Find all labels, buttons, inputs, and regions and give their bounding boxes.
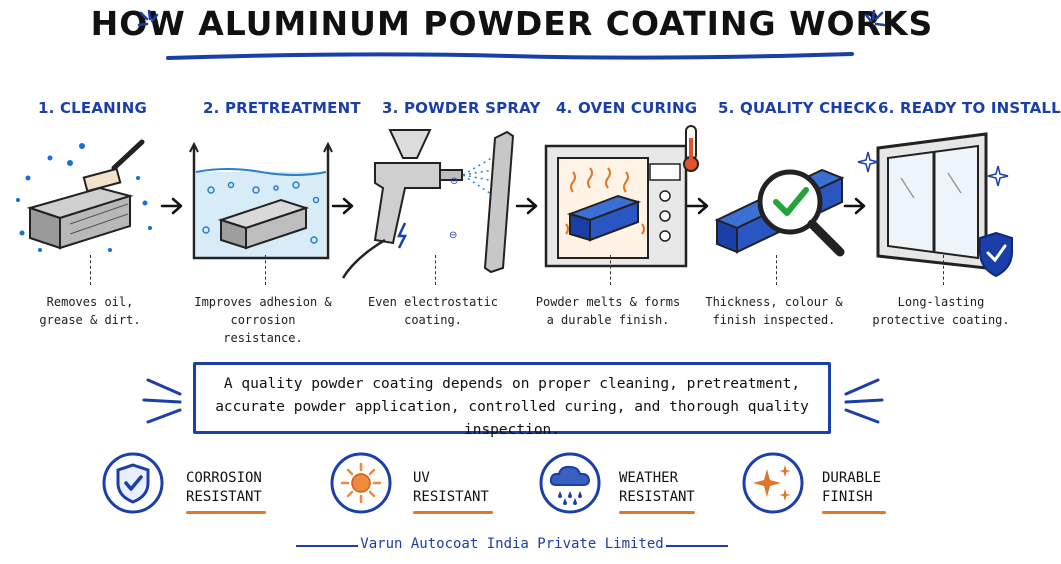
summary-box: A quality powder coating depends on prop… <box>193 362 831 438</box>
oven-illustration <box>544 125 699 268</box>
thermometer-icon <box>683 125 699 172</box>
badge-underline <box>619 511 695 514</box>
sparkle-icon <box>753 465 791 501</box>
step-title-oven-curing: 4. OVEN CURING <box>556 99 698 117</box>
brush-icon <box>82 139 145 193</box>
magnifier-icon <box>757 169 845 257</box>
step-title-quality-check: 5. QUALITY CHECK <box>718 99 877 117</box>
summary-text: A quality powder coating depends on prop… <box>215 376 809 438</box>
shield-check-icon <box>979 231 1013 278</box>
connector-line <box>435 255 436 285</box>
badge-underline <box>413 511 493 514</box>
durable-badge-circle <box>742 452 804 514</box>
footer-rule <box>666 545 728 547</box>
step-description-cleaning: Removes oil,grease & dirt. <box>39 295 141 327</box>
pretreatment-tank-illustration <box>189 141 333 260</box>
connector-line <box>610 255 611 285</box>
connector-line <box>776 255 777 285</box>
arrow-right-icon <box>843 197 866 215</box>
shield-check-icon <box>116 463 150 504</box>
step-title-pretreatment: 2. PRETREATMENT <box>203 99 361 117</box>
step-description-pretreatment: Improves adhesion &corrosion resistance. <box>194 295 332 345</box>
footer-company-name: Varun Autocoat India Private Limited <box>360 536 664 552</box>
arrow-right-icon <box>331 197 354 215</box>
window-illustration <box>857 132 1013 278</box>
badge-underline <box>822 511 886 514</box>
connector-line <box>265 255 266 285</box>
svg-text:⊖: ⊖ <box>449 230 457 241</box>
connector-line <box>943 255 944 285</box>
emphasis-lines-icon <box>142 378 182 424</box>
arrow-right-icon <box>515 197 538 215</box>
uv-badge-circle <box>330 452 392 514</box>
powder-spray-gun-illustration: ⊖ ⊖ <box>341 129 515 279</box>
emphasis-lines-icon <box>844 378 884 424</box>
cleaning-illustration <box>16 139 152 252</box>
rain-cloud-icon <box>549 465 591 505</box>
svg-text:⊖: ⊖ <box>450 176 458 187</box>
sparkle-icon <box>137 9 159 27</box>
step-description-quality-check: Thickness, colour &finish inspected. <box>705 295 843 327</box>
title-underline <box>166 52 854 60</box>
step-title-ready-to-install: 6. READY TO INSTALL <box>878 99 1061 117</box>
step-title-powder-spray: 3. POWDER SPRAY <box>382 99 541 117</box>
quality-check-illustration <box>714 168 845 257</box>
arrow-right-icon <box>160 197 183 215</box>
sparkle-icon <box>857 151 1009 187</box>
weather-badge-circle <box>539 452 601 514</box>
sun-icon <box>340 462 382 504</box>
connector-line <box>90 255 91 285</box>
arrow-right-icon <box>686 197 709 215</box>
corrosion-badge-circle <box>102 452 164 514</box>
footer-rule <box>296 545 358 547</box>
sparkle-icon <box>864 9 886 27</box>
page-title: HOW ALUMINUM POWDER COATING WORKS <box>90 4 934 43</box>
step-title-cleaning: 1. CLEANING <box>38 99 147 117</box>
badge-underline <box>186 511 266 514</box>
